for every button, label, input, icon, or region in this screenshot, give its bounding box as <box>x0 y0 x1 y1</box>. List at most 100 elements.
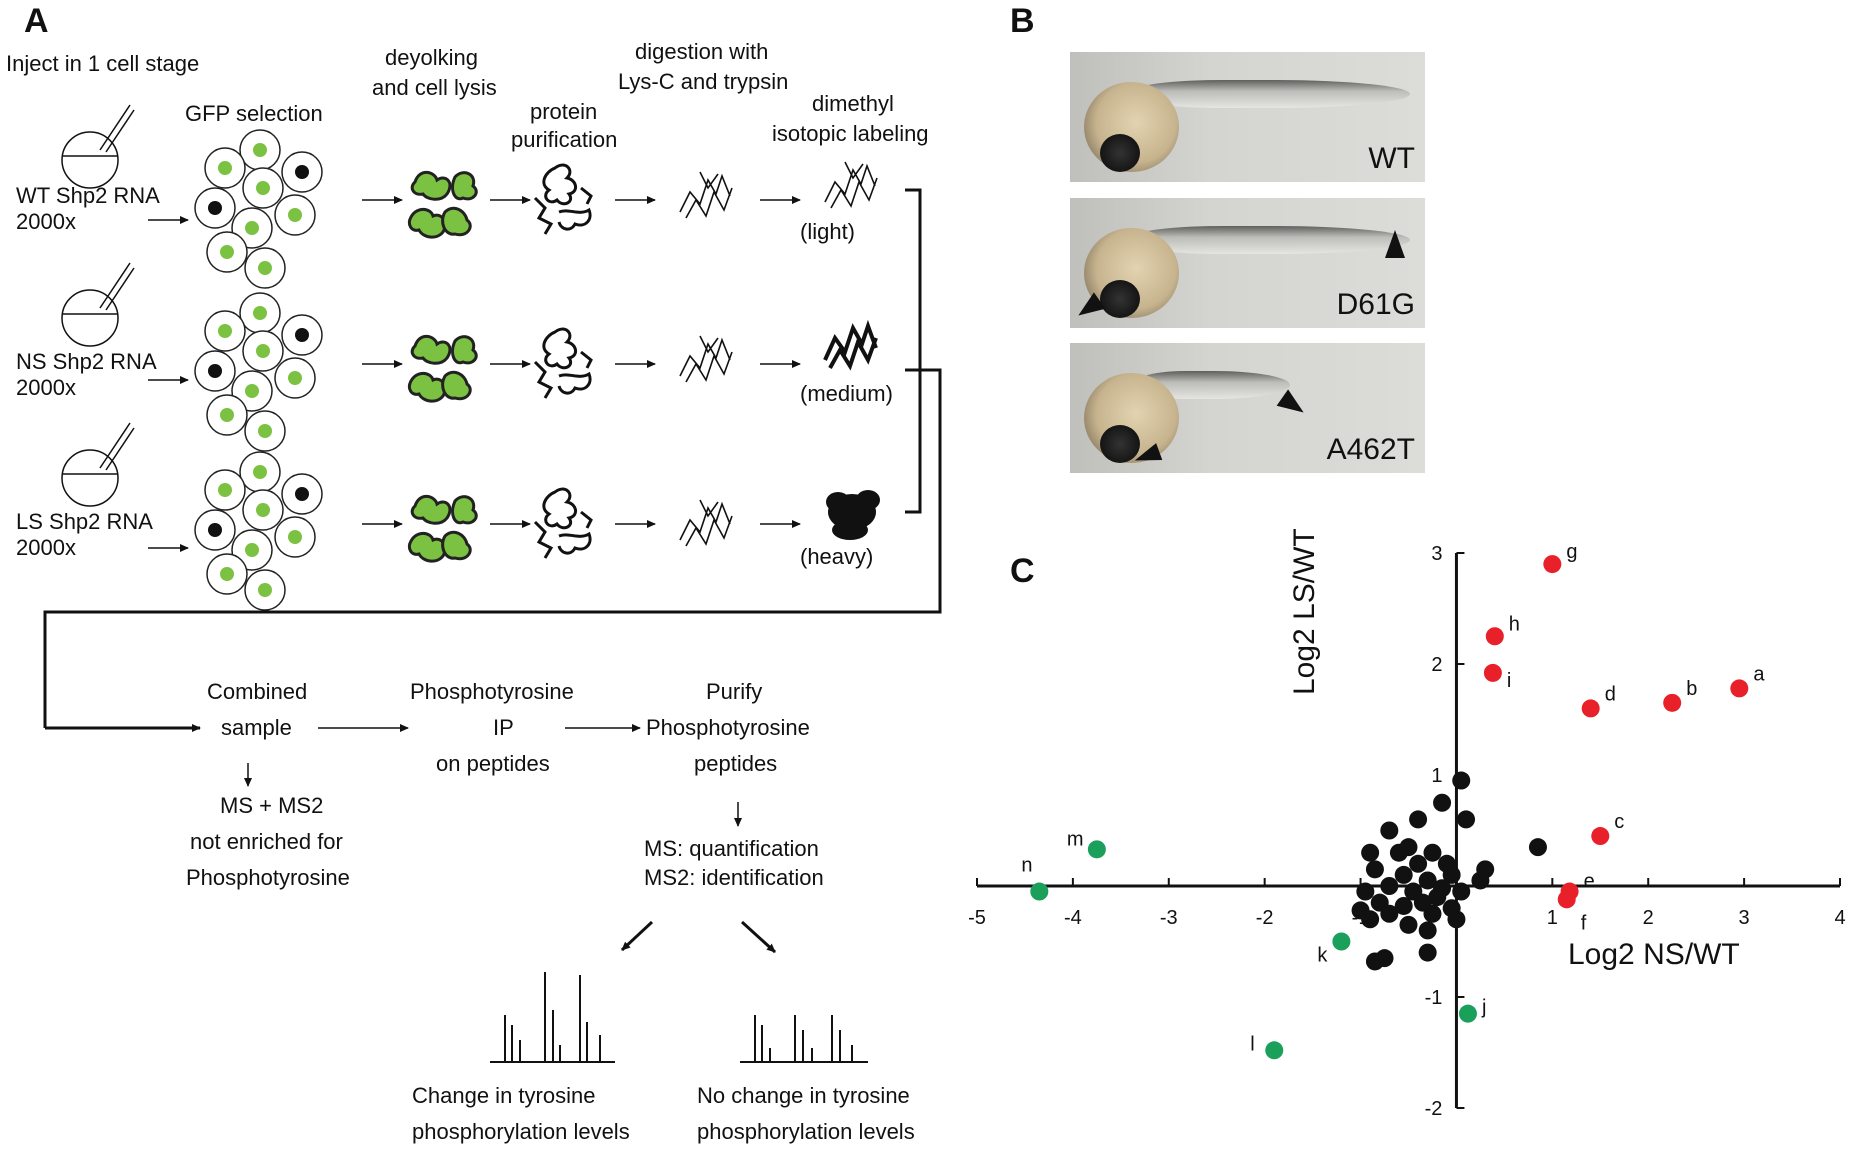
panel-c-letter: C <box>1010 552 1035 590</box>
row-ns-label: (medium) <box>800 381 893 406</box>
purify-1: Purify <box>706 679 763 704</box>
data-point-neutral <box>1380 877 1399 895</box>
data-point-neutral <box>1399 915 1418 934</box>
y-tick-label: -1 <box>1425 987 1443 1009</box>
step-digestion-2: Lys-C and trypsin <box>618 69 789 94</box>
ms-1: MS + MS2 <box>220 793 324 818</box>
combined-2: sample <box>221 715 292 740</box>
data-label-b: b <box>1686 678 1697 700</box>
inject-label: Inject in 1 cell stage <box>6 51 200 76</box>
embryo-photo-a462t: A462T <box>1070 343 1425 473</box>
data-point-neutral <box>1361 910 1380 929</box>
ms-3: Phosphotyrosine <box>186 865 350 890</box>
change-1: Change in tyrosine <box>412 1083 596 1108</box>
data-point-neutral <box>1389 843 1408 862</box>
embryo-photo-wt: WT <box>1070 52 1425 182</box>
y-tick-label: 3 <box>1431 543 1442 565</box>
x-tick-label: -4 <box>1064 907 1082 929</box>
data-point-neutral <box>1418 871 1437 890</box>
data-label-i: i <box>1507 670 1511 692</box>
arrowhead-icon <box>1385 230 1405 258</box>
row-ns-dose: 2000x <box>16 375 76 400</box>
x-tick-label: -2 <box>1256 907 1274 929</box>
nochange-2: phosphorylation levels <box>697 1119 915 1144</box>
data-point-neutral <box>1423 904 1442 923</box>
x-tick-label: 2 <box>1643 907 1654 929</box>
data-point-neutral <box>1418 943 1437 962</box>
y-tick-label: -2 <box>1425 1098 1443 1120</box>
data-point-neutral <box>1433 793 1452 812</box>
step-gfp: GFP selection <box>185 101 323 126</box>
nochange-1: No change in tyrosine <box>697 1083 910 1108</box>
data-point-neutral <box>1442 865 1461 884</box>
data-point-b <box>1663 693 1682 712</box>
x-tick-label: 1 <box>1547 907 1558 929</box>
row-ls-graphics <box>61 422 880 611</box>
x-tick-label: 4 <box>1834 907 1845 929</box>
photo-label-d61g: D61G <box>1336 288 1415 321</box>
data-point-i <box>1483 663 1502 682</box>
data-point-m <box>1087 840 1106 859</box>
y-axis-label: Log2 LS/WT <box>1288 528 1321 695</box>
step-deyolk-2: and cell lysis <box>372 75 497 100</box>
data-point-neutral <box>1361 843 1380 862</box>
data-point-neutral <box>1428 888 1447 907</box>
spectrum-nochange <box>740 1015 868 1063</box>
data-point-neutral <box>1365 952 1384 971</box>
y-tick-label: 2 <box>1431 654 1442 676</box>
panel-a-letter: A <box>24 2 49 40</box>
data-point-neutral <box>1423 843 1442 862</box>
y-tick-label: 1 <box>1431 765 1442 787</box>
data-label-h: h <box>1509 613 1520 635</box>
embryo-photo-d61g: D61G <box>1070 198 1425 328</box>
data-point-neutral <box>1380 904 1399 923</box>
row-wt-rna: WT Shp2 RNA <box>16 183 160 208</box>
data-point-j <box>1458 1004 1477 1023</box>
data-point-n <box>1030 882 1049 901</box>
data-point-k <box>1332 932 1351 951</box>
x-axis-label: Log2 NS/WT <box>1568 938 1740 971</box>
row-ns-rna: NS Shp2 RNA <box>16 349 157 374</box>
spectrum-change <box>490 972 615 1063</box>
data-label-g: g <box>1566 541 1577 563</box>
data-point-f <box>1557 890 1576 909</box>
data-point-neutral <box>1380 821 1399 840</box>
purify-3: peptides <box>694 751 778 776</box>
data-label-l: l <box>1250 1033 1254 1055</box>
quant-2: MS2: identification <box>644 865 824 890</box>
data-point-neutral <box>1418 921 1437 940</box>
data-point-neutral <box>1471 871 1490 890</box>
ms-2: not enriched for <box>190 829 343 854</box>
ip-1: Phosphotyrosine <box>410 679 574 704</box>
data-label-a: a <box>1753 663 1765 685</box>
data-point-h <box>1485 627 1504 646</box>
data-label-j: j <box>1481 997 1486 1019</box>
change-2: phosphorylation levels <box>412 1119 630 1144</box>
row-ls-label: (heavy) <box>800 544 874 569</box>
data-point-neutral <box>1394 865 1413 884</box>
photo-label-wt: WT <box>1368 142 1415 175</box>
row-wt-dose: 2000x <box>16 209 76 234</box>
data-point-neutral <box>1452 771 1471 790</box>
data-point-neutral <box>1457 810 1476 829</box>
row-wt-label: (light) <box>800 219 856 244</box>
data-point-neutral <box>1452 882 1471 901</box>
panel-b-letter: B <box>1010 2 1035 40</box>
quant-1: MS: quantification <box>644 836 819 861</box>
data-point-neutral <box>1394 896 1413 915</box>
ip-3: on peptides <box>436 751 550 776</box>
step-protein-2: purification <box>511 127 618 152</box>
data-point-c <box>1591 827 1610 846</box>
step-dimethyl-2: isotopic labeling <box>772 121 929 146</box>
step-digestion-1: digestion with <box>635 39 769 64</box>
data-point-d <box>1581 699 1600 718</box>
data-point-neutral <box>1447 910 1466 929</box>
data-point-g <box>1543 555 1562 574</box>
data-point-neutral <box>1528 838 1547 857</box>
x-tick-label: -5 <box>968 907 986 929</box>
data-label-d: d <box>1605 683 1616 705</box>
data-point-l <box>1265 1041 1284 1060</box>
data-label-e: e <box>1584 871 1595 893</box>
